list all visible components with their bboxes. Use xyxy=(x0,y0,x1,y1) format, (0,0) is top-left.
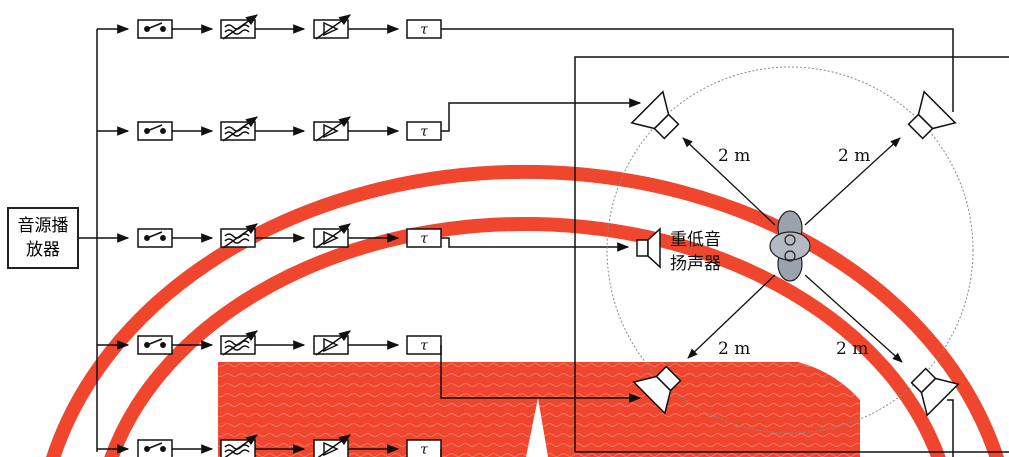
switch-icon xyxy=(137,335,173,355)
listener-head xyxy=(769,210,811,282)
speaker-rear-right-icon xyxy=(910,367,960,417)
channel-chains: τ τ τ τ τ xyxy=(97,14,442,457)
delay-tau-label: τ xyxy=(420,231,428,247)
audio-source-label-line2: 放器 xyxy=(26,240,60,260)
channel-chain-3: τ xyxy=(97,223,442,249)
amplifier-icon xyxy=(313,223,351,249)
delay-tau-label: τ xyxy=(420,22,428,38)
listening-circle xyxy=(606,66,974,434)
switch-icon xyxy=(137,439,173,457)
switch-icon xyxy=(137,121,173,141)
equalizer-icon xyxy=(220,330,258,356)
switch-icon xyxy=(137,228,173,248)
distance-label-front-right: 2 m xyxy=(838,146,871,166)
subwoofer-label-line1: 重低音 xyxy=(670,230,721,250)
speaker-rear-left-icon xyxy=(632,365,682,415)
channel-chain-4: τ xyxy=(97,330,442,356)
watermark xyxy=(46,164,1004,457)
equalizer-icon xyxy=(220,14,258,40)
delay-box: τ xyxy=(406,439,442,457)
distance-arrows xyxy=(682,137,903,363)
equalizer-icon xyxy=(220,223,258,249)
amplifier-icon xyxy=(313,14,351,40)
watermark-band xyxy=(218,362,860,457)
equalizer-icon xyxy=(220,116,258,142)
amplifier-icon xyxy=(313,330,351,356)
subwoofer-label-line2: 扬声器 xyxy=(670,254,721,274)
channel-chain-1: τ xyxy=(97,14,442,40)
speaker-front-left-icon xyxy=(630,90,680,140)
switch-icon xyxy=(137,19,173,39)
speaker-front-right-icon xyxy=(907,90,957,140)
watermark-inner-arc xyxy=(104,217,946,457)
distance-label-rear-right: 2 m xyxy=(836,339,869,359)
delay-box: τ xyxy=(406,19,442,39)
delay-tau-label: τ xyxy=(420,338,428,354)
subwoofer-icon xyxy=(636,227,661,269)
routing-lines xyxy=(440,28,1009,457)
distance-label-rear-left: 2 m xyxy=(718,339,751,359)
delay-tau-label: τ xyxy=(420,124,428,140)
channel-chain-2: τ xyxy=(97,116,442,142)
channel-chain-5: τ xyxy=(97,434,442,457)
delay-box: τ xyxy=(406,335,442,355)
watermark-outer-arc xyxy=(46,164,1004,457)
delay-tau-label: τ xyxy=(420,442,428,457)
audio-source-label-line1: 音源播 xyxy=(17,216,69,236)
delay-box: τ xyxy=(406,121,442,141)
amplifier-icon xyxy=(313,116,351,142)
delay-box: τ xyxy=(406,228,442,248)
audio-source-box: 音源播 放器 xyxy=(7,207,79,269)
source-bus xyxy=(79,29,98,452)
distance-label-front-left: 2 m xyxy=(718,146,751,166)
